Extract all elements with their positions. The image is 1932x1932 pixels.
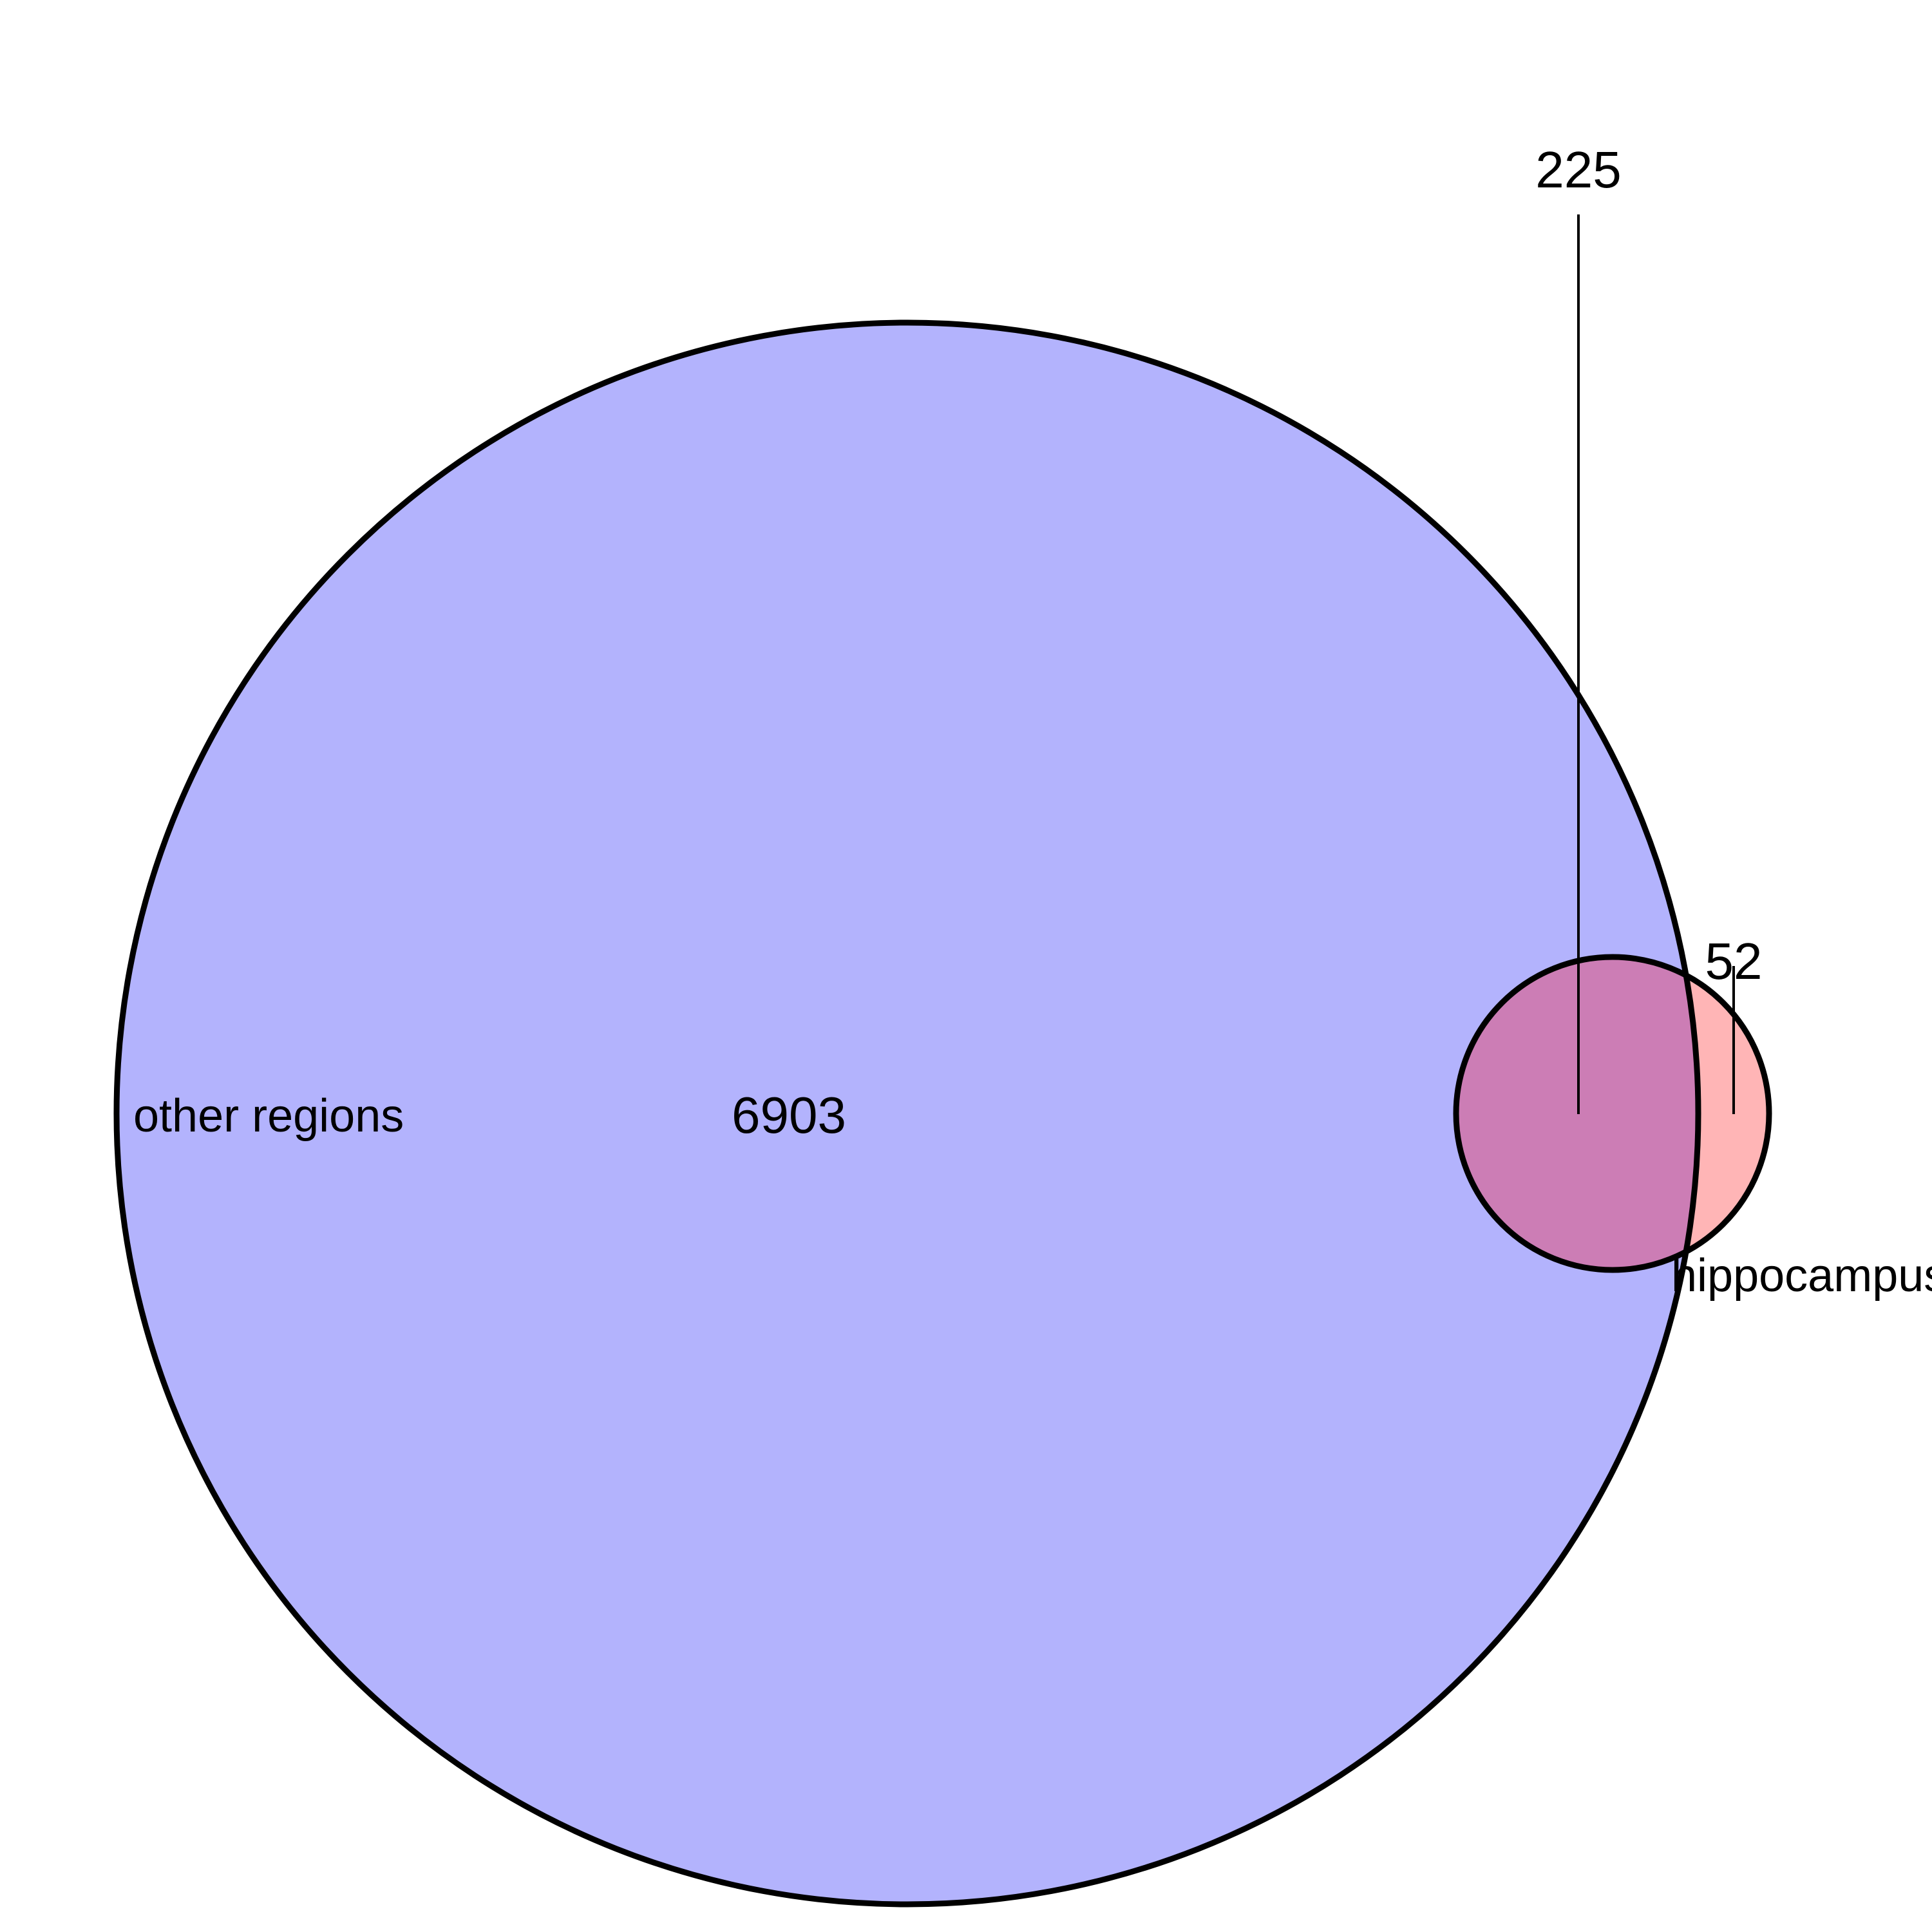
set-circle-other-regions (117, 323, 1698, 1904)
count-label-hippocampus-only: 52 (1705, 933, 1763, 990)
intersection-region (1456, 957, 1698, 1270)
count-label-both: 225 (1535, 141, 1621, 198)
count-label-other-only: 6903 (732, 1086, 846, 1144)
set-label-other-regions: other regions (133, 1090, 404, 1142)
set-outline-hippocampus (1453, 954, 1772, 1273)
set-label-hippocampus: hippocampus (1671, 1250, 1932, 1302)
set-outline-other-regions (113, 319, 1701, 1908)
